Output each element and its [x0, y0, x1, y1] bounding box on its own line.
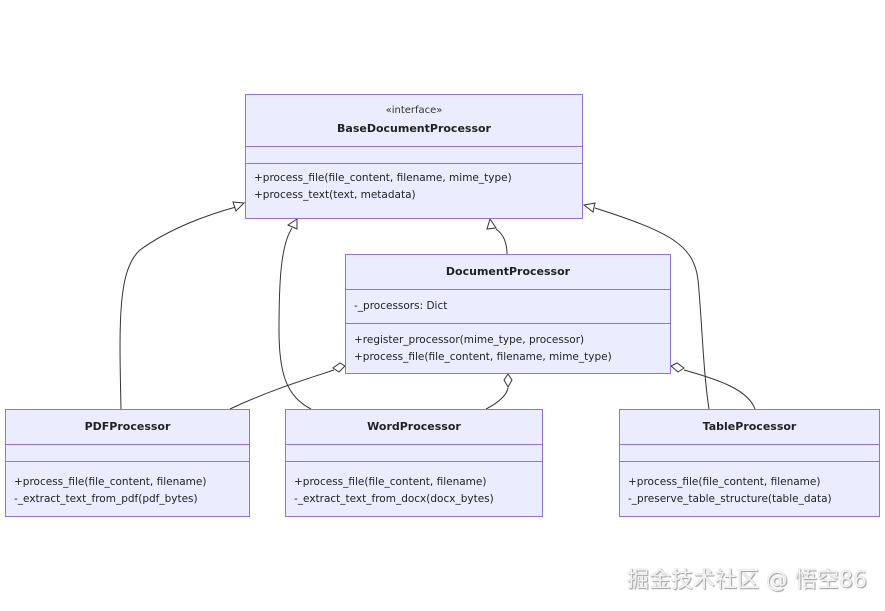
method-row: +process_file(file_content, filename)	[294, 476, 487, 488]
class-name: DocumentProcessor	[445, 265, 571, 278]
class-header: WordProcessor	[286, 410, 542, 445]
method-row: +process_file(file_content, filename)	[14, 476, 207, 488]
class-name: PDFProcessor	[84, 420, 171, 433]
inheritance-arrowhead	[486, 217, 497, 230]
class-table-processor: TableProcessor +process_file(file_conten…	[619, 409, 880, 517]
class-attributes	[620, 445, 879, 462]
aggregation-diamond	[332, 362, 346, 373]
class-methods: +register_processor(mime_type, processor…	[346, 324, 670, 366]
method-row: +process_file(file_content, filename, mi…	[354, 351, 612, 363]
method-row: -_preserve_table_structure(table_data)	[628, 493, 832, 505]
edge-table-aggregation	[683, 369, 756, 410]
inheritance-arrowhead	[232, 201, 246, 212]
class-attributes: -_processors: Dict	[346, 290, 670, 324]
inheritance-arrowhead	[286, 218, 298, 230]
edge-word-aggregation	[485, 387, 509, 410]
method-row: -_extract_text_from_docx(docx_bytes)	[294, 493, 494, 505]
class-methods: +process_file(file_content, filename, mi…	[246, 164, 582, 204]
method-row: +process_text(text, metadata)	[254, 189, 416, 201]
method-row: +process_file(file_content, filename, mi…	[254, 172, 512, 184]
class-header: «interface» BaseDocumentProcessor	[246, 95, 582, 147]
class-methods: +process_file(file_content, filename) -_…	[620, 462, 879, 508]
edge-table-to-base	[594, 207, 710, 410]
method-row: +register_processor(mime_type, processor…	[354, 334, 585, 346]
class-methods: +process_file(file_content, filename) -_…	[286, 462, 542, 508]
watermark-text: 掘金技术社区 @ 悟空86	[627, 568, 867, 593]
class-name: BaseDocumentProcessor	[337, 122, 491, 135]
method-row: -_extract_text_from_pdf(pdf_bytes)	[14, 493, 198, 505]
class-document-processor: DocumentProcessor -_processors: Dict +re…	[345, 254, 671, 374]
aggregation-diamond	[503, 373, 513, 389]
class-attributes	[6, 445, 249, 462]
edge-pdf-to-base	[119, 206, 237, 410]
method-row: +process_file(file_content, filename)	[628, 476, 821, 488]
aggregation-diamond	[670, 362, 685, 373]
class-attributes	[286, 445, 542, 462]
class-header: DocumentProcessor	[346, 255, 670, 290]
class-methods: +process_file(file_content, filename) -_…	[6, 462, 249, 508]
attribute-row: -_processors: Dict	[354, 300, 448, 312]
inheritance-arrowhead	[582, 202, 596, 213]
class-header: PDFProcessor	[6, 410, 249, 445]
class-base-document-processor: «interface» BaseDocumentProcessor +proce…	[245, 94, 583, 219]
edge-pdf-aggregation	[229, 369, 335, 410]
class-pdf-processor: PDFProcessor +process_file(file_content,…	[5, 409, 250, 517]
class-name: TableProcessor	[702, 420, 797, 433]
class-header: TableProcessor	[620, 410, 879, 445]
edge-doc-to-base	[495, 228, 508, 255]
edge-word-to-base	[278, 227, 312, 410]
class-attributes	[246, 147, 582, 164]
class-name: WordProcessor	[367, 420, 461, 433]
stereotype-label: «interface»	[385, 105, 443, 116]
class-word-processor: WordProcessor +process_file(file_content…	[285, 409, 543, 517]
